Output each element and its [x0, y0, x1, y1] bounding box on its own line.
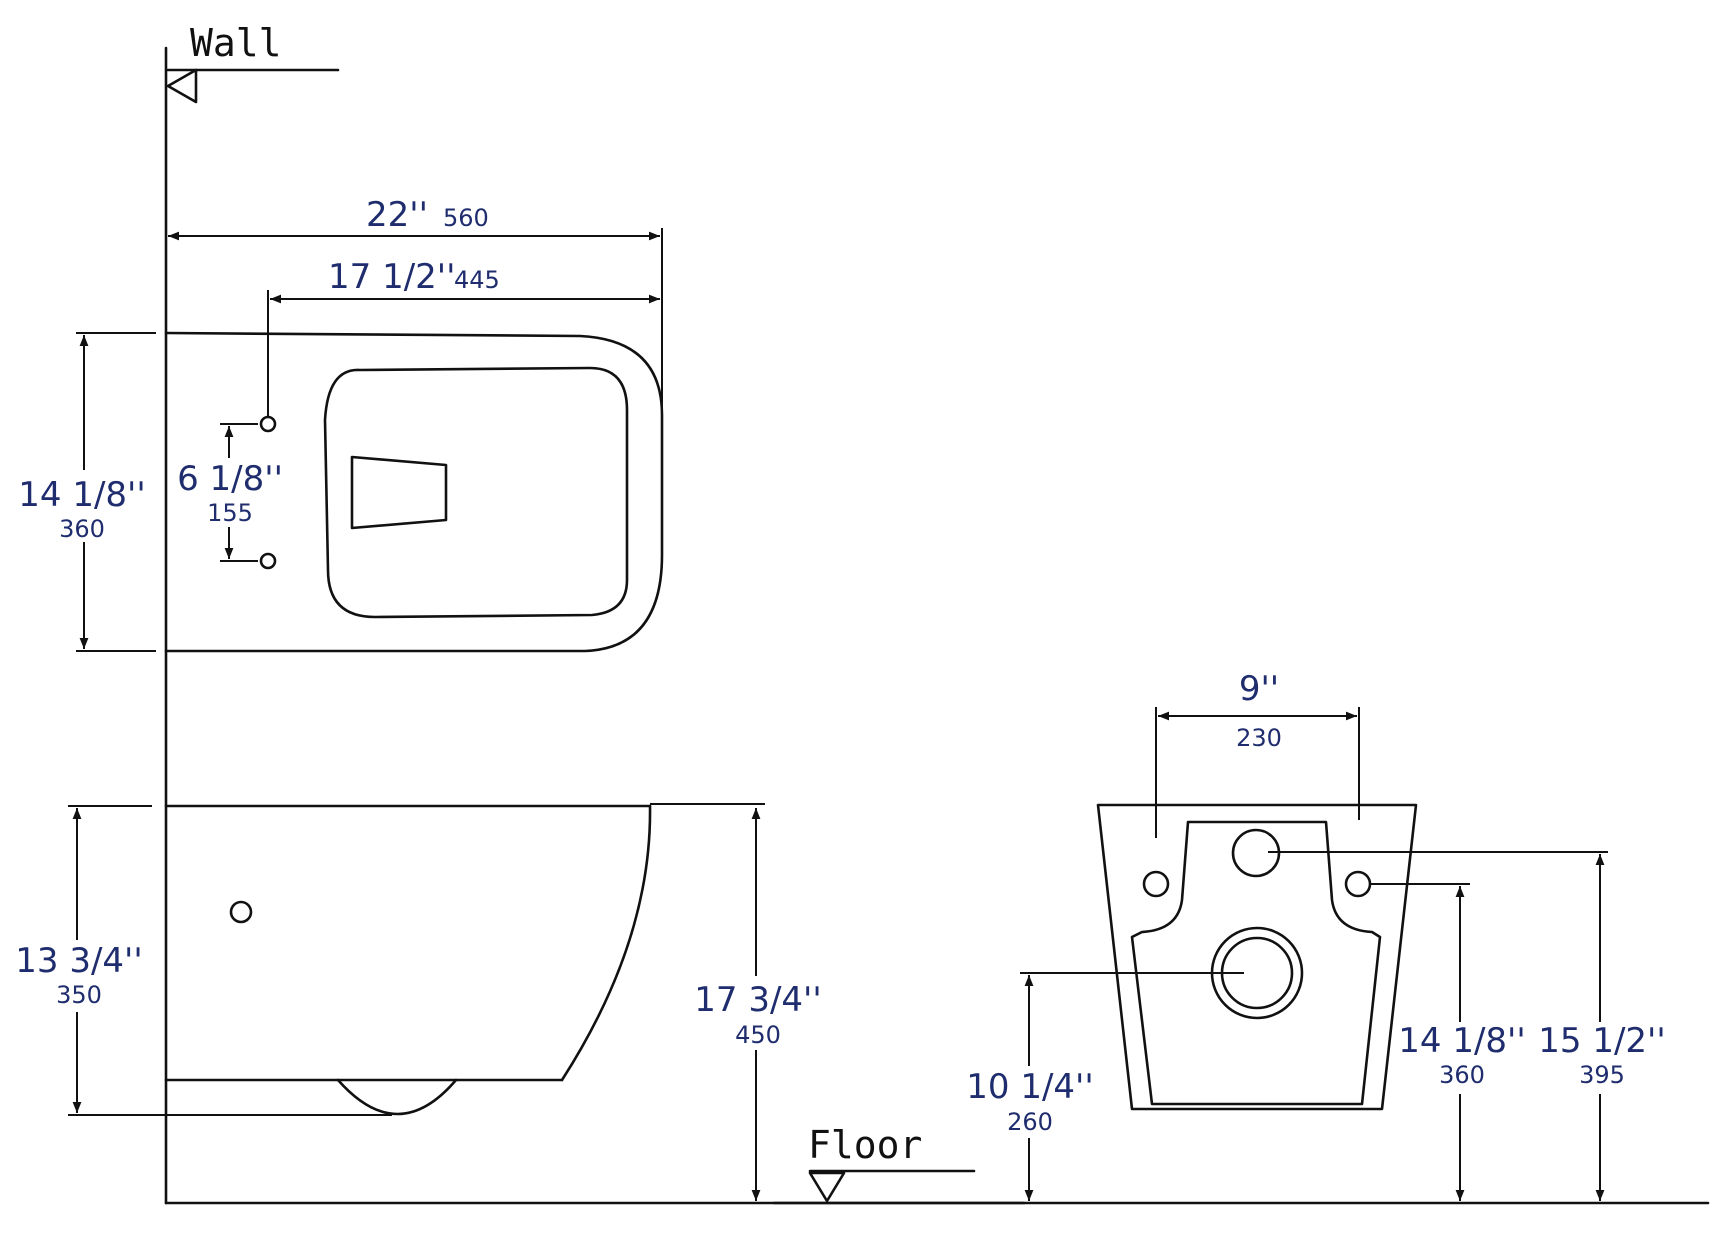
dim-rim-height-mm: 450 — [735, 1021, 781, 1049]
dim-inlet-height: 15 1/2'' 395 — [1268, 851, 1666, 1201]
dim-width-mm: 360 — [59, 515, 105, 543]
dim-width-inch: 14 1/8'' — [18, 475, 145, 515]
wall-marker: Wall — [166, 21, 340, 104]
dim-bowl-height-mm: 350 — [56, 981, 102, 1009]
dim-hole-to-front-mm: 445 — [454, 266, 500, 294]
dim-rim-height: 17 3/4'' 450 — [650, 803, 822, 1201]
dim-bolt-height: 14 1/8'' 360 — [1370, 883, 1526, 1201]
back-view-outline — [1096, 803, 1418, 1111]
dim-bowl-height-inch: 13 3/4'' — [15, 941, 142, 981]
dim-inlet-height-inch: 15 1/2'' — [1538, 1021, 1665, 1061]
dim-bowl-height: 13 3/4'' 350 — [15, 805, 392, 1116]
back-bolt-left — [1142, 870, 1170, 898]
dim-outlet-height-mm: 260 — [1007, 1108, 1053, 1136]
dim-hole-to-front: 17 1/2'' 445 — [267, 257, 660, 417]
dim-bolt-spacing-back-mm: 230 — [1236, 724, 1282, 752]
dim-bolt-height-mm: 360 — [1439, 1061, 1485, 1089]
back-bolt-right — [1344, 870, 1372, 898]
bolt-hole-upper — [259, 415, 277, 433]
bolt-hole-lower — [259, 552, 277, 570]
dim-outlet-height: 10 1/4'' 260 — [966, 972, 1244, 1201]
dim-bolt-spacing-back: 9'' 230 — [1155, 669, 1360, 838]
dim-overall-length: 22'' 560 — [168, 195, 663, 415]
floor-label: Floor — [808, 1123, 922, 1167]
top-view-outline — [164, 331, 664, 653]
floor-marker: Floor — [808, 1123, 976, 1203]
wall-label: Wall — [190, 21, 282, 65]
dim-inlet-height-mm: 395 — [1579, 1061, 1625, 1089]
dim-bolt-spacing-top-inch: 6 1/8'' — [177, 459, 283, 499]
dim-overall-length-mm: 560 — [443, 204, 489, 232]
dim-hole-to-front-inch: 17 1/2'' — [328, 257, 455, 297]
side-view-outline — [164, 804, 652, 1116]
dim-outlet-height-inch: 10 1/4'' — [966, 1067, 1093, 1107]
dim-rim-height-inch: 17 3/4'' — [694, 980, 821, 1020]
side-inlet-hole — [229, 900, 253, 924]
dim-bolt-height-inch: 14 1/8'' — [1398, 1021, 1525, 1061]
dim-bolt-spacing-top: 6 1/8'' 155 — [177, 423, 283, 562]
dim-overall-length-inch: 22'' — [366, 195, 428, 235]
dim-bolt-spacing-top-mm: 155 — [207, 499, 253, 527]
dim-width: 14 1/8'' 360 — [18, 332, 156, 652]
dim-bolt-spacing-back-inch: 9'' — [1239, 669, 1279, 709]
